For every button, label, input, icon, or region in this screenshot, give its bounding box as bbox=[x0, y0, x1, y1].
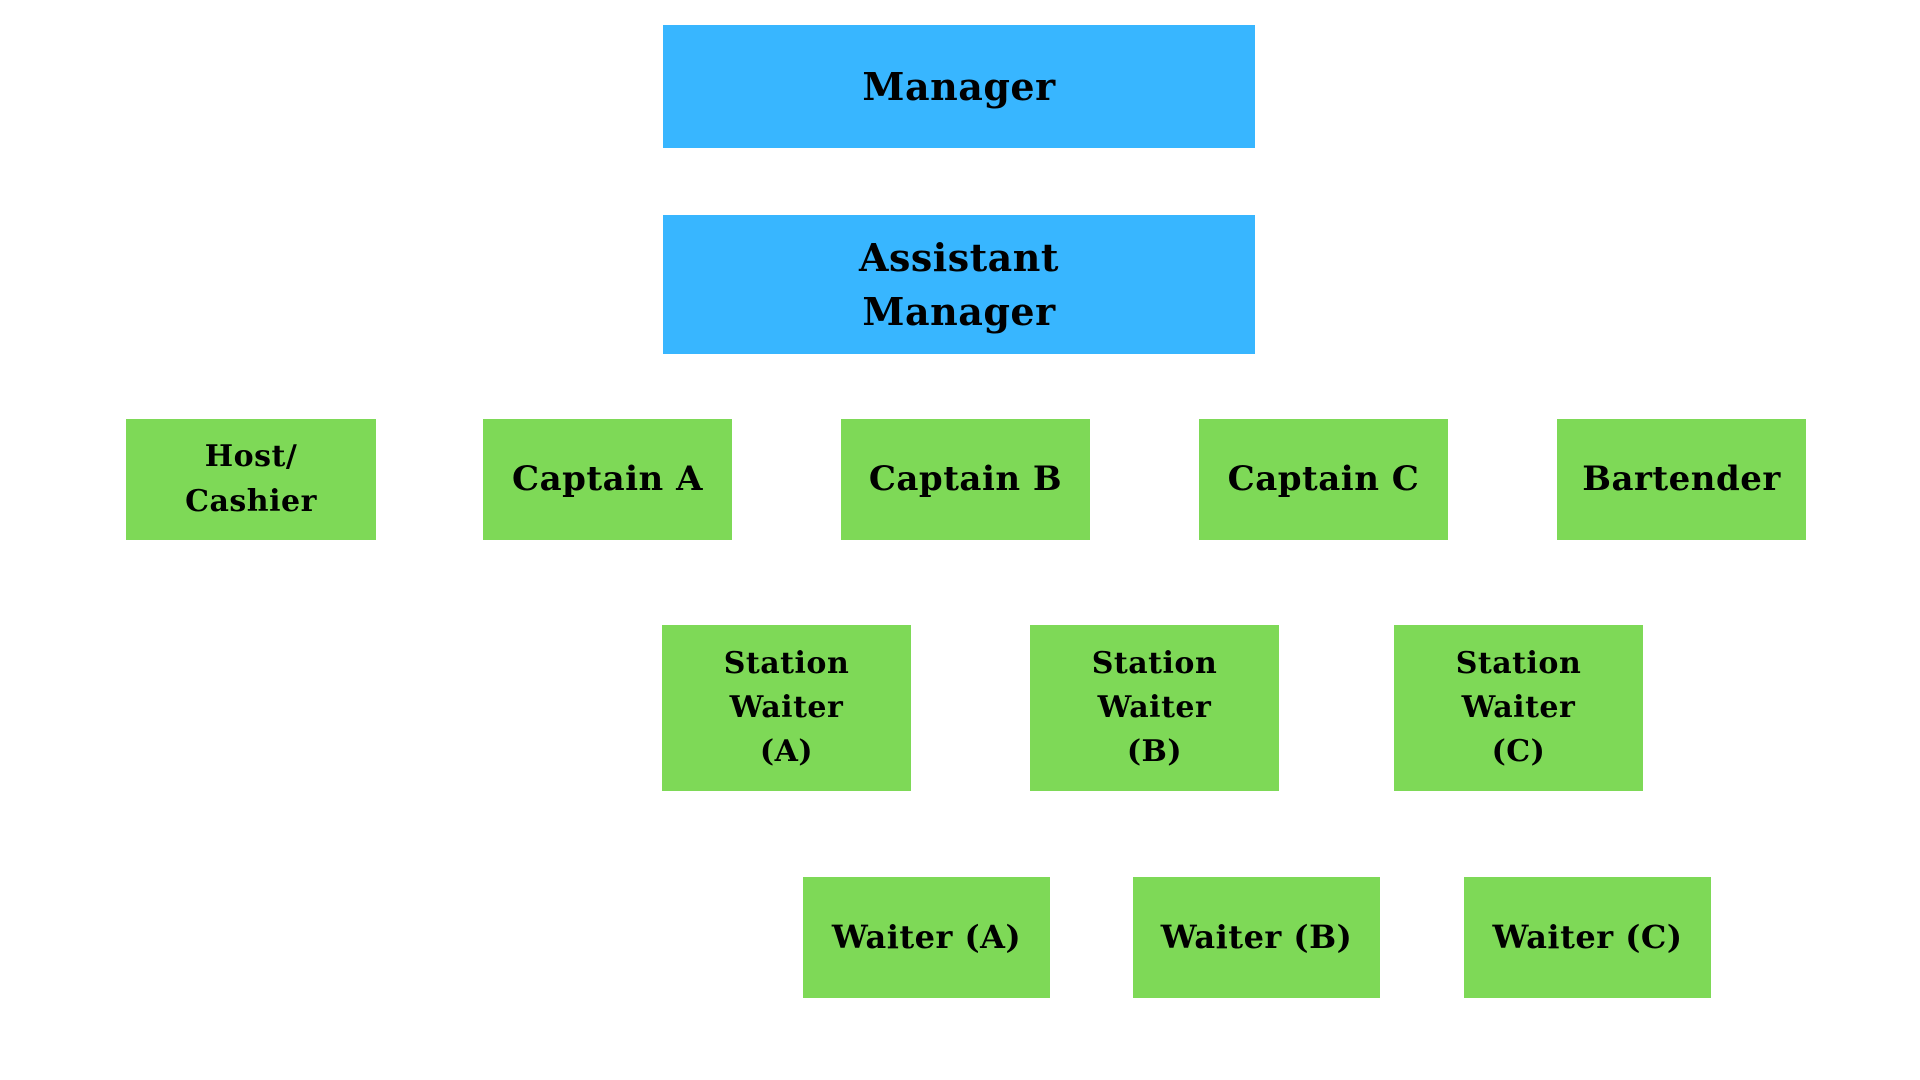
org-node-station-waiter-b: Station Waiter (B) bbox=[1030, 625, 1279, 791]
org-node-captain-c: Captain C bbox=[1199, 419, 1448, 540]
org-node-captain-a: Captain A bbox=[483, 419, 732, 540]
org-node-assistant-manager: Assistant Manager bbox=[663, 215, 1255, 354]
org-node-host-cashier: Host/ Cashier bbox=[126, 419, 376, 540]
org-node-station-waiter-c: Station Waiter (C) bbox=[1394, 625, 1643, 791]
org-node-captain-b: Captain B bbox=[841, 419, 1090, 540]
org-node-waiter-a: Waiter (A) bbox=[803, 877, 1050, 998]
org-node-station-waiter-a: Station Waiter (A) bbox=[662, 625, 911, 791]
org-node-waiter-c: Waiter (C) bbox=[1464, 877, 1711, 998]
org-node-bartender: Bartender bbox=[1557, 419, 1806, 540]
org-node-manager: Manager bbox=[663, 25, 1255, 148]
org-node-waiter-b: Waiter (B) bbox=[1133, 877, 1380, 998]
